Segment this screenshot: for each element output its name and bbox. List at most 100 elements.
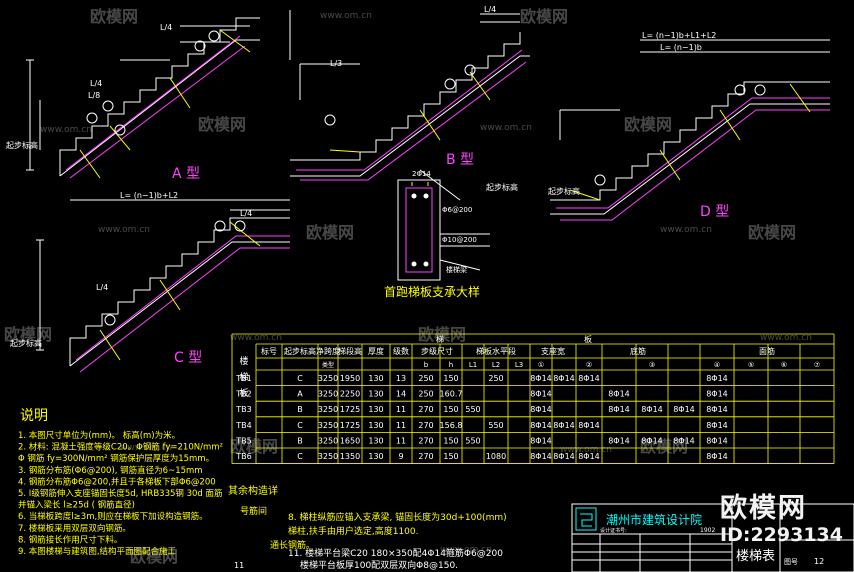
table-cell: 1950: [340, 374, 360, 383]
note-11a: 11. 楼梯平台梁C20 180×350配4Φ14箍筋Φ6@200: [288, 547, 503, 559]
table-cell: 8Φ14: [641, 405, 663, 414]
table-cell: A: [297, 390, 303, 399]
table-cell: 8Φ14: [530, 390, 552, 399]
table-cell: 8Φ14: [530, 452, 552, 461]
table-cell: 8Φ14: [706, 405, 728, 414]
table-header-5: 级数: [393, 346, 409, 356]
note-line: 5. I级钢筋伸入支座锚固长度5d, HRB335钢 30d 面筋: [18, 488, 223, 499]
note-line: 1. 本图尺寸单位为(mm)。 标高(m)为米。: [18, 430, 180, 441]
table-cell: 8Φ14: [553, 374, 575, 383]
watermark-url: www.om.cn: [120, 443, 172, 453]
note-line: Φ 钢筋 fy=300N/mm² 钢筋保护层厚度为15mm。: [18, 453, 214, 464]
table-cell: 550: [465, 405, 480, 414]
table-cell: 3250: [318, 390, 338, 399]
watermark-brand: 欧模网: [90, 7, 138, 26]
table-cell: 130: [368, 436, 383, 445]
table-cell: 11: [396, 421, 406, 430]
start-elev-a: 起步标高: [6, 140, 38, 150]
formula-d-2: L= (n−1)b: [660, 43, 702, 52]
dim-l4-c: L/4: [96, 283, 108, 292]
note-8: 8. 梯柱纵筋应锚入支承梁, 锚固长度为30d+100(mm): [288, 511, 507, 523]
support-detail: [397, 169, 490, 281]
brand-watermark: 欧模网 ID:2293134: [706, 486, 854, 572]
table-cell: 270: [418, 452, 433, 461]
table-cell: 8Φ14: [641, 436, 663, 445]
support-top-label: 2Φ14: [412, 170, 431, 178]
title-block: [571, 503, 854, 572]
table-cell: 130: [368, 390, 383, 399]
watermark-url: www.om.cn: [660, 225, 712, 235]
table-cell: 8Φ14: [553, 452, 575, 461]
table-cell: 3250: [318, 374, 338, 383]
note-line: 6. 当梯板跨度l≥3m,则应在梯板下加设构造钢筋。: [18, 511, 208, 522]
watermark-url: www.om.cn: [440, 545, 492, 555]
note-line: 并锚入梁长 l≥25d ( 钢筋直径): [18, 500, 135, 511]
table-cell: 150: [443, 374, 458, 383]
table-cell: 250: [418, 374, 433, 383]
table-cell: C: [297, 421, 303, 430]
table-cell: 8Φ14: [553, 421, 575, 430]
table-cell: 2250: [340, 390, 360, 399]
sheet-label: 图号: [784, 558, 798, 566]
table-cell: 130: [368, 421, 383, 430]
watermark-url: www.om.cn: [320, 11, 372, 21]
watermark-brand: 欧模网: [520, 7, 568, 26]
table-cell: 8Φ14: [608, 436, 630, 445]
type-d-label: D 型: [700, 204, 729, 220]
table-cell: TB4: [235, 421, 251, 430]
stair-type-c: [36, 199, 290, 373]
note-side-num: 11: [234, 561, 244, 570]
table-cell: 13: [396, 374, 406, 383]
watermark-url: www.om.cn: [40, 125, 92, 135]
table-subheader-11: ⑦: [814, 361, 820, 369]
note-line: 8. 钢筋接长作用尺寸下料。: [18, 534, 122, 545]
type-b-label: B 型: [446, 152, 474, 168]
table-cell: 1080: [486, 452, 506, 461]
table-subheader-0: b: [424, 361, 429, 369]
table-cell: 8Φ14: [530, 405, 552, 414]
watermark-brand: 欧模网: [130, 547, 178, 566]
support-bot-label: 楼梯梁: [446, 265, 467, 274]
start-elev-b: 起步标高: [486, 182, 518, 192]
table-cell: 1725: [340, 405, 360, 414]
table-cell: 8Φ14: [673, 436, 695, 445]
table-cell: 270: [418, 436, 433, 445]
watermark-url: www.om.cn: [560, 445, 612, 455]
table-cell: 3250: [318, 405, 338, 414]
table-cell: TB5: [235, 436, 251, 445]
table-left-header-char: 梯: [239, 371, 248, 383]
note-9: 梯柱,扶手由用户选定,高度1100.: [288, 525, 419, 537]
table-cell: 8Φ14: [530, 436, 552, 445]
brand-id: ID:2293134: [720, 524, 843, 546]
table-cell: TB3: [235, 405, 251, 414]
support-title: 首跑梯板支承大样: [384, 284, 480, 299]
company-sub: 设计证书号:: [600, 527, 627, 534]
table-cell: 150: [443, 436, 458, 445]
table-subheader-6: ②: [586, 361, 592, 369]
table-cell: 8Φ14: [578, 421, 600, 430]
dim-l4-b: L/4: [484, 5, 496, 14]
table-cell: 11: [396, 405, 406, 414]
table-cell: 3250: [318, 452, 338, 461]
table-cell: 8Φ14: [578, 374, 600, 383]
table-cell: 8Φ14: [608, 405, 630, 414]
table-cell: 11: [396, 436, 406, 445]
type-a-label: A 型: [172, 166, 200, 182]
note-line: 7. 楼梯板采用双层双向钢筋。: [18, 523, 131, 534]
company-name: 潮州市建筑设计院: [606, 512, 702, 527]
table-cell: B: [297, 405, 303, 414]
table-cell: 130: [368, 452, 383, 461]
watermark-brand: 欧模网: [230, 437, 278, 456]
table-header-10: 面筋: [759, 346, 775, 356]
table-cell: TB6: [235, 452, 251, 461]
drawing-title: 楼梯表: [736, 549, 775, 564]
notes-title: 说明: [20, 408, 48, 424]
notes-extra: 其余构造详: [228, 484, 278, 497]
table-subheader-5: ①: [538, 361, 544, 369]
notes-num-label: 号筋间: [240, 505, 267, 517]
table-cell: 156.8: [440, 421, 463, 430]
start-elev-d: 起步标高: [548, 186, 580, 196]
title-code: 1902: [700, 527, 715, 534]
brand-name: 欧模网: [720, 493, 807, 524]
note-line: 9. 本图楼梯与建筑图,结构平面图配合施工: [18, 546, 177, 557]
